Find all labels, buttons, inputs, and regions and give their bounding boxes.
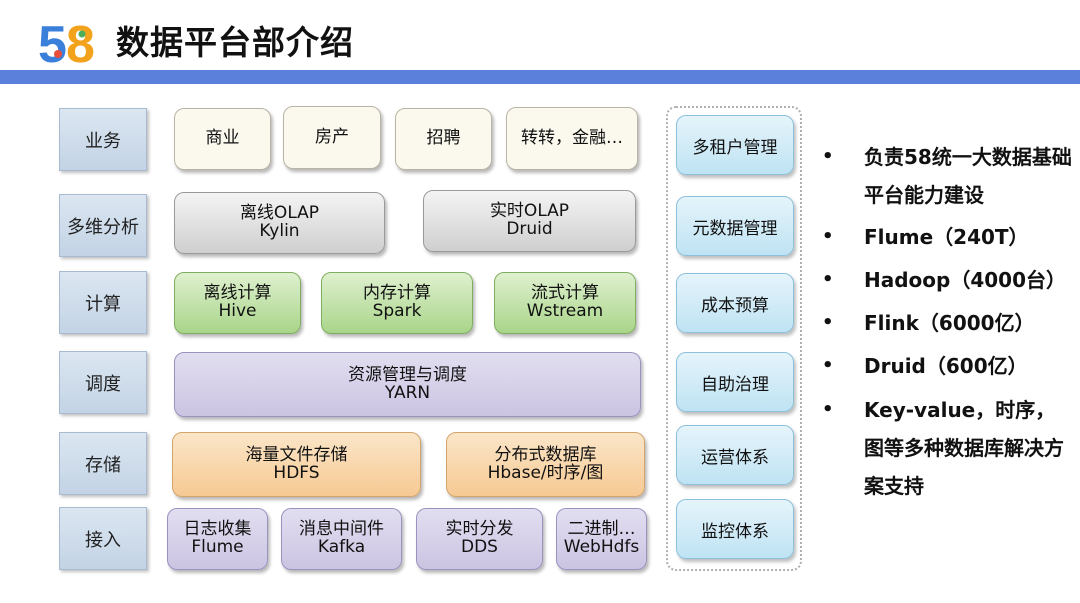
mgmt-box-monitoring: 监控体系 <box>676 499 794 559</box>
compute-box-memory: 内存计算 Spark <box>321 272 473 334</box>
bullet-marker: • <box>822 312 834 333</box>
access-box-webhdfs: 二进制… WebHdfs <box>556 508 647 570</box>
box-line2: DDS <box>461 537 498 557</box>
olap-box-realtime: 实时OLAP Druid <box>423 190 636 252</box>
bullet-marker: • <box>822 146 834 167</box>
box-line1: 离线OLAP <box>239 203 320 224</box>
bullet-marker: • <box>822 226 834 247</box>
box-line2: Kafka <box>317 537 366 557</box>
box-line2: Hive <box>218 301 257 321</box>
bullet-marker: • <box>822 399 834 420</box>
bullet-marker: • <box>822 269 834 290</box>
header-band <box>0 70 1080 84</box>
bullet-text: Key-value，时序，图等多种数据库解决方案支持 <box>864 398 1064 498</box>
layer-label-storage: 存储 <box>59 432 147 495</box>
box-line1: 内存计算 <box>363 283 431 304</box>
layer-label-olap: 多维分析 <box>59 194 147 257</box>
box-line2: Wstream <box>526 301 604 321</box>
bullet-text: Druid（600亿） <box>864 354 1028 378</box>
box-line1: 消息中间件 <box>299 519 384 540</box>
box-line1: 海量文件存储 <box>245 444 348 465</box>
box-line2: Flume <box>191 537 244 557</box>
mgmt-box-multi-tenant: 多租户管理 <box>676 115 794 175</box>
storage-box-hdfs: 海量文件存储 HDFS <box>172 432 421 497</box>
access-box-dds: 实时分发 DDS <box>416 508 543 570</box>
olap-box-offline: 离线OLAP Kylin <box>174 192 385 254</box>
bullet-marker: • <box>822 355 834 376</box>
mgmt-box-self-governance: 自助治理 <box>676 352 794 412</box>
biz-box-realestate: 房产 <box>283 106 381 169</box>
layer-label-business: 业务 <box>59 108 147 171</box>
bullet-text: Flink（6000亿） <box>864 311 1035 335</box>
layer-label-schedule: 调度 <box>59 351 147 414</box>
mgmt-box-operations: 运营体系 <box>676 425 794 485</box>
management-group-frame <box>666 106 802 571</box>
layer-label-compute: 计算 <box>59 271 147 334</box>
box-line2: WebHdfs <box>563 537 640 557</box>
schedule-box-yarn: 资源管理与调度 YARN <box>174 352 641 417</box>
box-line1: 二进制… <box>567 519 636 540</box>
layer-label-access: 接入 <box>59 507 147 570</box>
bullet-text: Hadoop（4000台） <box>864 268 1067 292</box>
box-line1: 实时分发 <box>445 519 514 540</box>
biz-box-recruit: 招聘 <box>395 108 492 170</box>
storage-box-distributed-db: 分布式数据库 Hbase/时序/图 <box>446 432 645 497</box>
compute-box-stream: 流式计算 Wstream <box>494 272 636 334</box>
box-line2: YARN <box>384 382 431 403</box>
box-line2: Spark <box>372 301 422 321</box>
bullet-text: 负责58统一大数据基础平台能力建设 <box>864 145 1072 207</box>
box-line1: 商业 <box>205 128 240 149</box>
box-line1: 日志收集 <box>183 519 252 540</box>
box-line1: 招聘 <box>426 128 461 149</box>
box-line2: Hbase/时序/图 <box>487 462 604 483</box>
box-line2: Druid <box>506 219 553 239</box>
company-logo: 5 8 <box>38 16 95 70</box>
biz-box-commerce: 商业 <box>174 108 271 170</box>
access-box-kafka: 消息中间件 Kafka <box>281 508 402 570</box>
box-line1: 转转，金融… <box>521 127 623 148</box>
page-title: 数据平台部介绍 <box>116 23 354 62</box>
box-line1: 实时OLAP <box>489 201 570 222</box>
box-line2: Kylin <box>259 221 300 241</box>
mgmt-box-cost-budget: 成本预算 <box>676 273 794 333</box>
box-line1: 流式计算 <box>531 283 599 304</box>
box-line1: 资源管理与调度 <box>348 364 467 385</box>
box-line1: 离线计算 <box>203 283 272 304</box>
box-line1: 房产 <box>315 126 349 147</box>
biz-box-zhuanzhuan-finance: 转转，金融… <box>506 107 638 170</box>
box-line2: HDFS <box>273 462 320 483</box>
svg-text:5: 5 <box>38 16 67 70</box>
box-line1: 分布式数据库 <box>494 444 597 465</box>
svg-text:8: 8 <box>66 16 95 70</box>
bullet-text: Flume（240T） <box>864 225 1029 249</box>
access-box-flume: 日志收集 Flume <box>167 508 268 570</box>
mgmt-box-metadata: 元数据管理 <box>676 196 794 256</box>
compute-box-offline: 离线计算 Hive <box>174 272 301 334</box>
